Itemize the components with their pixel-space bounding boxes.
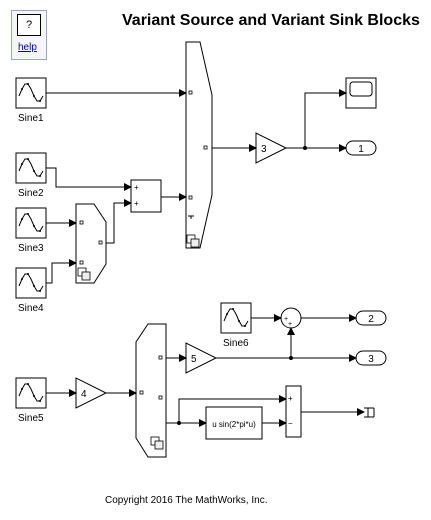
sum-plus-sign: + — [288, 394, 293, 403]
sine6-label: Sine6 — [223, 338, 249, 349]
sine3-label: Sine3 — [18, 243, 44, 254]
sum-plus-sign: + — [134, 183, 139, 192]
help-question-icon: ? — [17, 14, 41, 36]
sine2-block[interactable] — [15, 152, 47, 184]
sine5-label: Sine5 — [18, 413, 44, 424]
sum-circle-block[interactable]: + + — [280, 307, 302, 329]
outport-1[interactable]: 1 — [345, 140, 377, 156]
sine5-block[interactable] — [15, 377, 47, 409]
sine4-label: Sine4 — [18, 303, 44, 314]
sine2-label: Sine2 — [18, 188, 44, 199]
gain-block-4[interactable]: 4 — [75, 377, 108, 409]
outport-label: 1 — [358, 144, 364, 155]
variant-badge-icon — [186, 234, 200, 248]
sum-block-bottom[interactable]: + − — [285, 385, 302, 438]
variant-badge-icon — [150, 436, 164, 450]
variant-source-small-block[interactable] — [75, 203, 107, 284]
outport-label: 2 — [368, 314, 374, 325]
sine3-block[interactable] — [15, 207, 47, 239]
copyright-text: Copyright 2016 The MathWorks, Inc. — [105, 495, 268, 506]
variant-source-top-block[interactable] — [185, 41, 213, 249]
sum-plus-sign: + — [288, 321, 292, 328]
sine4-block[interactable] — [15, 267, 47, 299]
branch-point — [289, 356, 293, 360]
gain-block-5[interactable]: 5 — [185, 342, 218, 374]
branch-point — [303, 146, 307, 150]
sum-plus-sign: + — [284, 316, 288, 323]
gain-value: 4 — [81, 389, 87, 400]
signal-lines — [46, 89, 365, 427]
gain-value: 3 — [261, 144, 267, 155]
outport-label: 3 — [368, 354, 374, 365]
branch-point — [177, 421, 181, 425]
outport-3[interactable]: 3 — [355, 350, 387, 366]
help-block[interactable]: ? help — [11, 10, 47, 60]
sine1-label: Sine1 — [18, 113, 44, 124]
variant-sink-block[interactable] — [135, 323, 167, 458]
outport-2[interactable]: 2 — [355, 310, 387, 326]
variant-badge-icon — [77, 267, 91, 281]
fcn-block[interactable]: u sin(2*pi*u) — [205, 406, 263, 440]
fcn-expression: u sin(2*pi*u) — [212, 420, 256, 429]
terminator-block[interactable] — [364, 407, 375, 418]
sum-minus-sign: − — [288, 419, 293, 428]
gain-value: 5 — [191, 354, 197, 365]
sine6-block[interactable] — [220, 302, 252, 334]
sum-block-top[interactable]: + + — [130, 179, 162, 213]
scope-block[interactable] — [345, 77, 377, 109]
diagram-title: Variant Source and Variant Sink Blocks — [122, 12, 420, 29]
help-link[interactable]: help — [18, 42, 37, 53]
sum-plus-sign: + — [134, 199, 139, 208]
sine1-block[interactable] — [15, 77, 47, 109]
gain-block-3[interactable]: 3 — [255, 132, 288, 164]
